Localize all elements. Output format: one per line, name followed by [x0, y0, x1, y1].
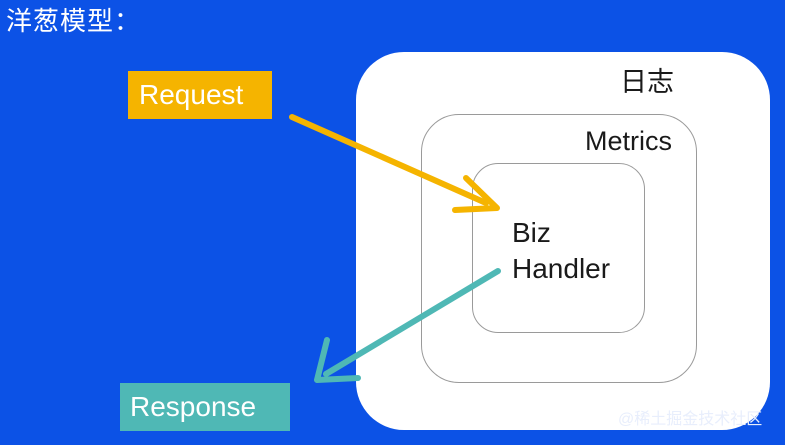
biz-handler-label: Biz Handler — [512, 217, 611, 284]
request-tag: Request — [128, 71, 272, 119]
request-arrow — [289, 114, 500, 213]
response-tag: Response — [120, 383, 290, 431]
biz-handler-layer — [472, 163, 645, 333]
logging-layer-label: 日志 — [620, 67, 674, 97]
metrics-layer — [421, 114, 697, 383]
response-arrow — [314, 268, 501, 383]
watermark: @稀土掘金技术社区 — [618, 411, 763, 428]
page-title: 洋葱模型： — [6, 6, 142, 36]
metrics-layer-label: Metrics — [585, 126, 672, 156]
